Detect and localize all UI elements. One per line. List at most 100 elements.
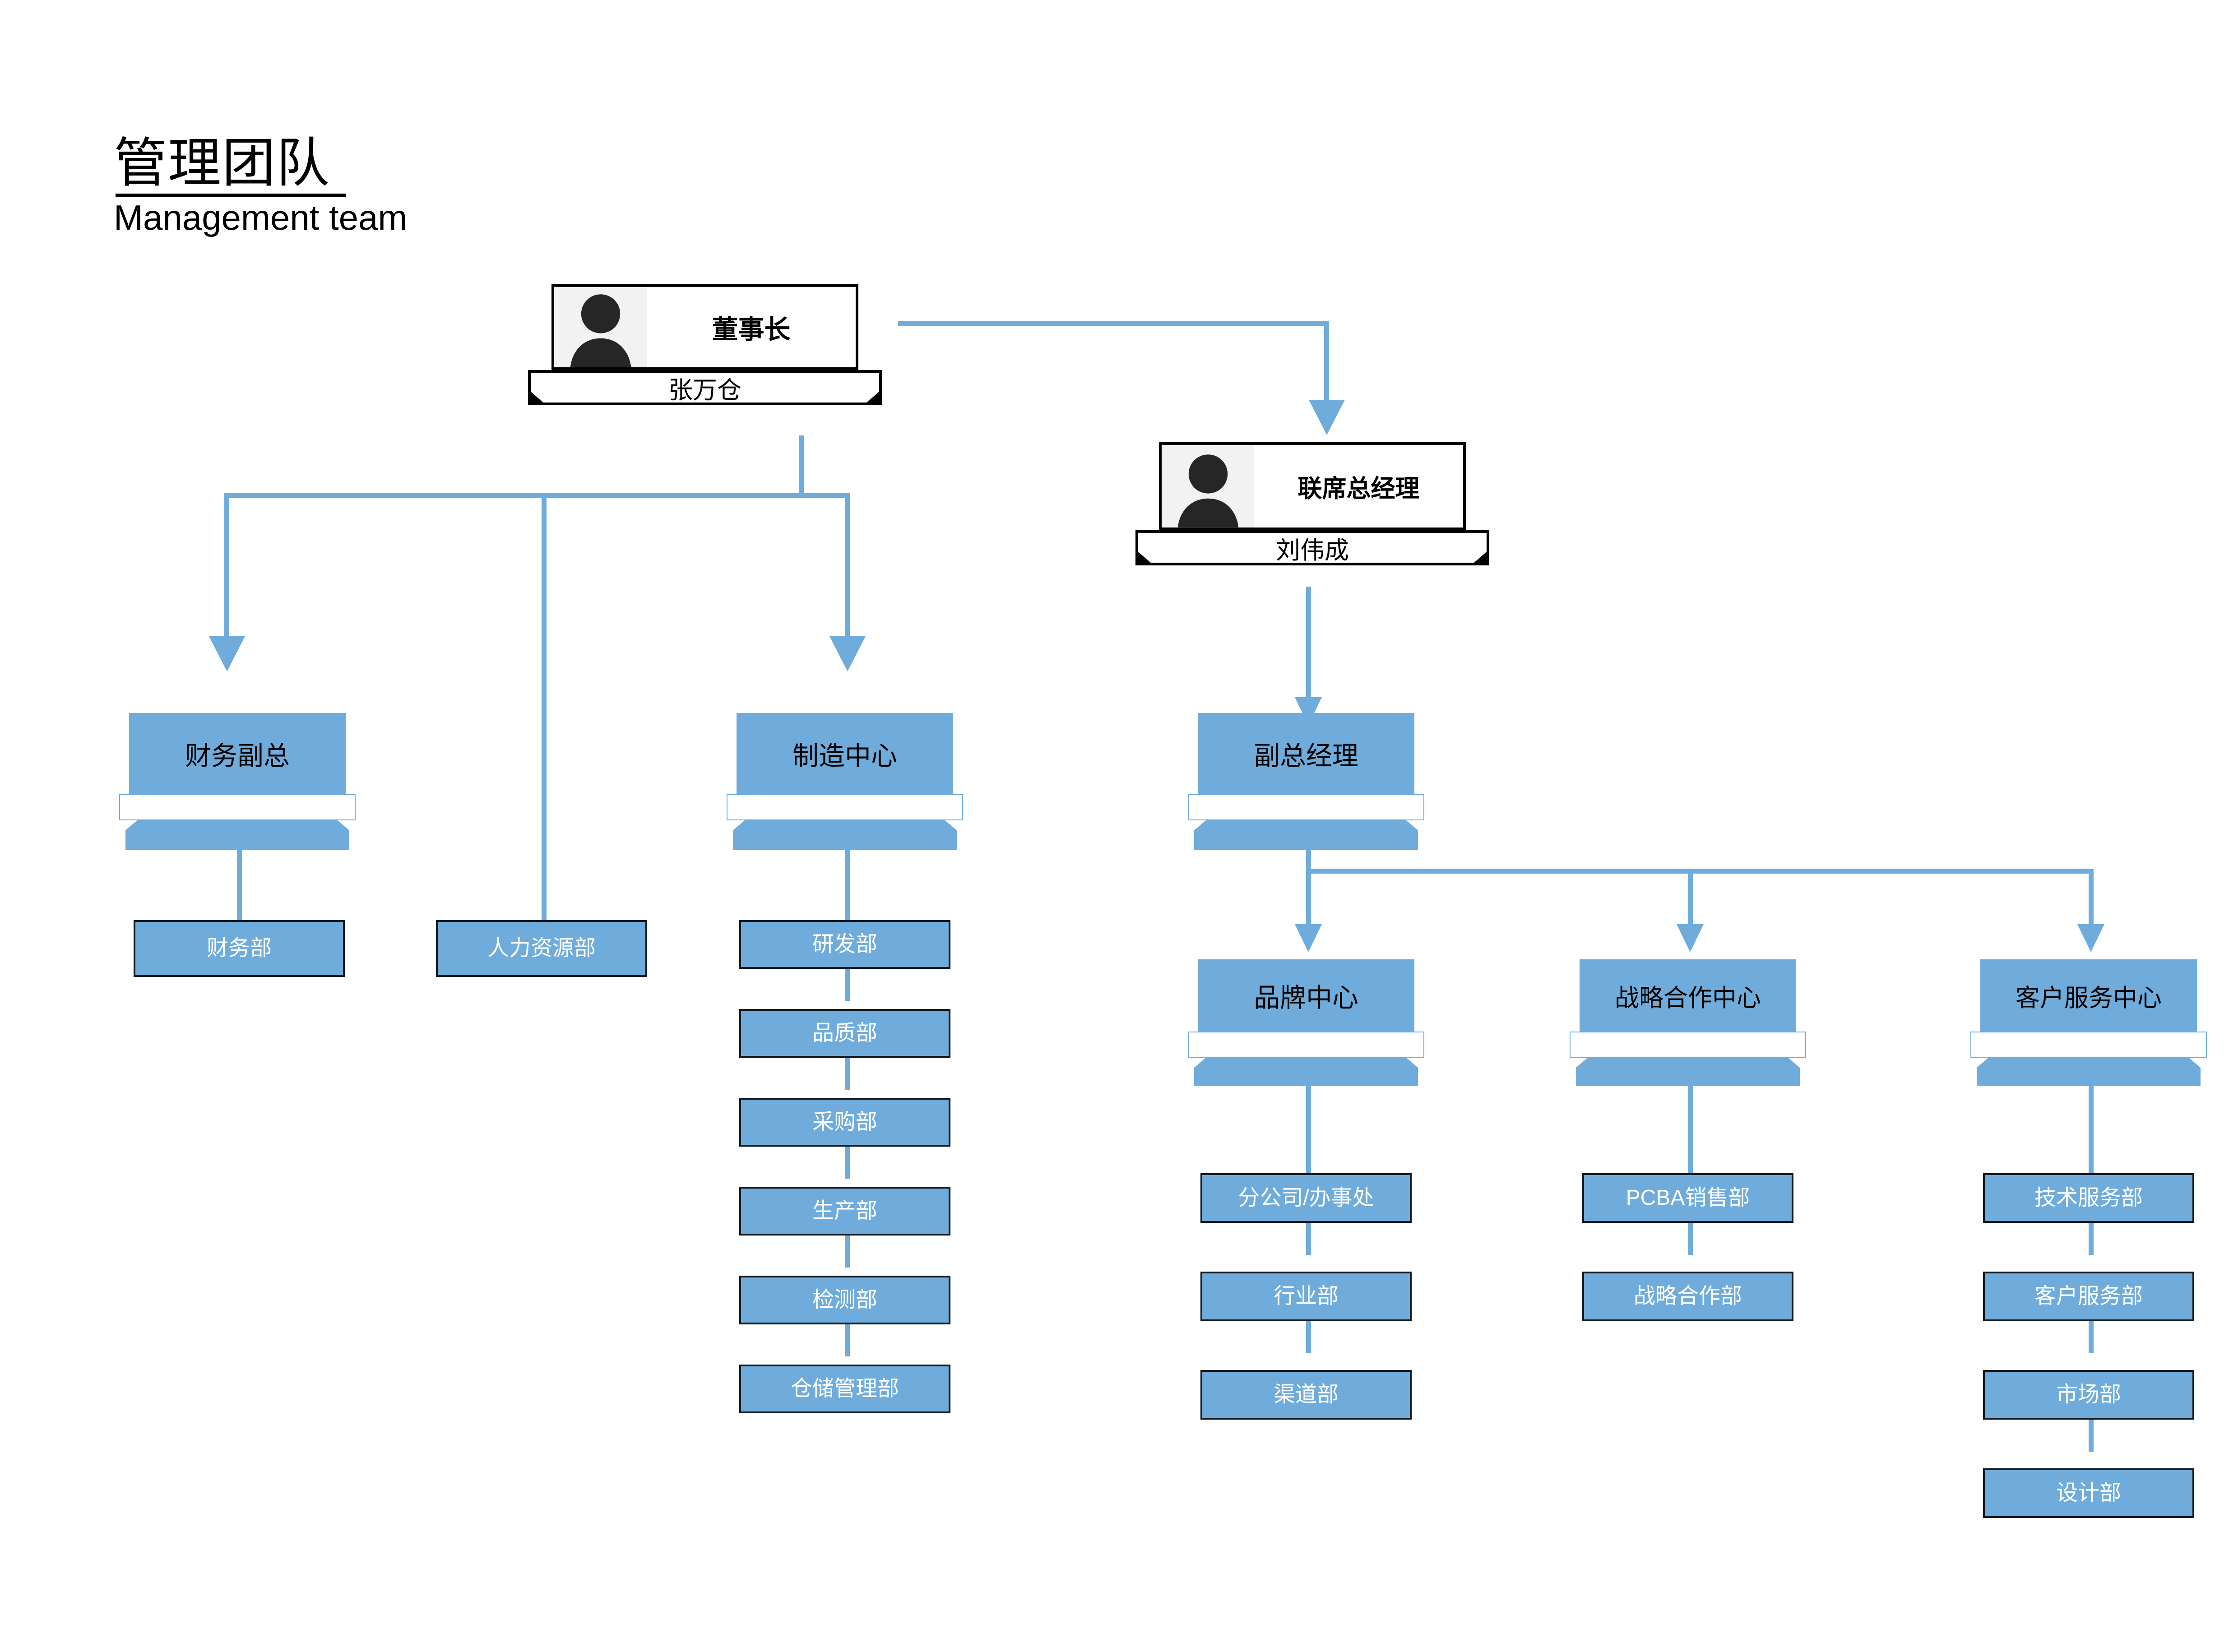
dept-box-branch-office[interactable]: 分公司/办事处 <box>1200 1173 1412 1223</box>
connector-to-brand-center <box>1306 869 1311 927</box>
connector-brand-chain-2 <box>1306 1321 1311 1353</box>
unit-box-finance-vp[interactable]: 财务副总 <box>119 713 356 850</box>
chairman-avatar <box>554 287 647 367</box>
brand-center-plate <box>1188 1032 1424 1058</box>
person-avatar-icon <box>565 291 637 367</box>
connector-to-finance-vp <box>224 493 229 639</box>
foot-notch-left-icon <box>1977 1058 1988 1068</box>
chairman-name-plate: 张万仓 <box>528 370 882 405</box>
unit-box-manufacturing-center[interactable]: 制造中心 <box>727 713 963 850</box>
connector-brand-chain-1 <box>1306 1223 1311 1255</box>
dept-box-marketing[interactable]: 市场部 <box>1983 1370 2194 1420</box>
foot-notch-left-icon <box>1194 1058 1206 1068</box>
brand-center-foot <box>1194 1058 1418 1086</box>
unit-box-brand-center[interactable]: 品牌中心 <box>1188 959 1424 1086</box>
dept-box-hr[interactable]: 人力资源部 <box>436 920 647 977</box>
deputy-gm-plate <box>1188 794 1424 820</box>
connector-to-hr-dept <box>542 493 547 921</box>
foot-notch-left-icon <box>1194 820 1206 830</box>
cogm-avatar <box>1162 445 1254 528</box>
connector-mfg-chain-5 <box>845 1324 850 1356</box>
brand-center-label: 品牌中心 <box>1198 959 1414 1032</box>
finance-vp-label: 财务副总 <box>129 713 346 794</box>
dept-box-finance[interactable]: 财务部 <box>134 920 345 977</box>
strategy-center-foot <box>1576 1058 1800 1086</box>
cogm-name-plate: 刘伟成 <box>1135 530 1489 565</box>
customer-service-center-foot <box>1977 1058 2201 1086</box>
dept-box-pcba-sales[interactable]: PCBA销售部 <box>1582 1173 1793 1223</box>
arrow-chairman-to-cogm <box>1309 400 1345 435</box>
page-title-cn: 管理团队 <box>114 134 331 193</box>
dept-box-quality[interactable]: 品质部 <box>739 1009 950 1058</box>
connector-chairman-stem <box>799 435 804 496</box>
foot-notch-right-icon <box>1406 1058 1418 1068</box>
connector-mfg-chain-3 <box>845 1147 850 1179</box>
connector-to-manufacturing <box>845 493 850 639</box>
connector-mfg-chain-4 <box>845 1236 850 1268</box>
dept-box-production[interactable]: 生产部 <box>739 1187 950 1236</box>
customer-service-center-label: 客户服务中心 <box>1980 959 2197 1032</box>
dept-box-channel[interactable]: 渠道部 <box>1200 1370 1412 1420</box>
dept-box-customer-service[interactable]: 客户服务部 <box>1983 1272 2194 1321</box>
dept-box-rd[interactable]: 研发部 <box>739 920 950 969</box>
dept-box-strategy-cooperation[interactable]: 战略合作部 <box>1582 1272 1793 1321</box>
arrow-to-strategy-center <box>1677 924 1704 952</box>
connector-strategy-to-depts <box>1688 1083 1693 1173</box>
dept-box-industry[interactable]: 行业部 <box>1200 1272 1412 1321</box>
connector-mfg-chain-1 <box>845 969 850 1001</box>
connector-strategy-chain-1 <box>1688 1223 1693 1255</box>
connector-chairman-branch-bar <box>224 493 850 498</box>
cogm-name-label: 刘伟成 <box>1276 537 1349 564</box>
arrow-to-brand-center <box>1295 924 1322 952</box>
cogm-card-top: 联席总经理 <box>1159 442 1466 530</box>
person-card-chairman[interactable]: 董事长 张万仓 <box>528 284 882 405</box>
title-underline-rule <box>116 194 346 197</box>
foot-notch-right-icon <box>338 820 349 830</box>
unit-box-strategy-center[interactable]: 战略合作中心 <box>1570 959 1806 1086</box>
connector-to-strategy-center <box>1688 869 1693 927</box>
dept-box-warehouse[interactable]: 仓储管理部 <box>739 1365 950 1413</box>
connector-service-chain-1 <box>2089 1223 2094 1255</box>
arrow-to-service-center <box>2077 924 2104 952</box>
foot-notch-right-icon <box>1406 820 1418 830</box>
name-plate-notch-right-icon <box>866 391 880 403</box>
cogm-role-label: 联席总经理 <box>1297 475 1420 502</box>
chairman-role-label: 董事长 <box>712 315 791 344</box>
connector-service-to-depts <box>2089 1083 2094 1173</box>
dept-box-testing[interactable]: 检测部 <box>739 1276 950 1324</box>
person-card-co-general-manager[interactable]: 联席总经理 刘伟成 <box>1135 442 1489 565</box>
name-plate-notch-right-icon <box>1473 551 1487 563</box>
dept-box-tech-service[interactable]: 技术服务部 <box>1983 1173 2194 1223</box>
connector-service-chain-3 <box>2089 1420 2094 1452</box>
arrow-to-finance-vp <box>209 636 245 671</box>
connector-brand-to-depts <box>1306 1083 1311 1173</box>
connector-mfg-chain-2 <box>845 1058 850 1090</box>
connector-cogm-to-deputy-gm <box>1306 587 1311 701</box>
unit-box-deputy-general-manager[interactable]: 副总经理 <box>1188 713 1424 850</box>
connector-chairman-to-cogm-vertical <box>1324 321 1329 403</box>
foot-notch-right-icon <box>2189 1058 2201 1068</box>
connector-finance-vp-to-dept <box>237 850 242 920</box>
arrow-to-manufacturing <box>829 636 866 671</box>
connector-chairman-to-cogm-horizontal <box>898 321 1329 326</box>
manufacturing-center-plate <box>727 794 963 820</box>
connector-service-chain-2 <box>2089 1321 2094 1353</box>
foot-notch-right-icon <box>945 820 957 830</box>
finance-vp-foot <box>125 820 349 850</box>
foot-notch-right-icon <box>1788 1058 1800 1068</box>
person-avatar-icon <box>1172 451 1244 528</box>
connector-to-service-center <box>2089 869 2094 927</box>
dept-box-purchase[interactable]: 采购部 <box>739 1098 950 1147</box>
foot-notch-left-icon <box>733 820 745 830</box>
dept-box-design[interactable]: 设计部 <box>1983 1468 2194 1518</box>
page-title-block: 管理团队 Management team <box>114 135 520 236</box>
chairman-name-label: 张万仓 <box>668 376 741 404</box>
customer-service-center-plate <box>1970 1032 2207 1058</box>
deputy-gm-label: 副总经理 <box>1198 713 1414 794</box>
manufacturing-center-foot <box>733 820 957 850</box>
deputy-gm-foot <box>1194 820 1418 850</box>
connector-deputy-gm-stem <box>1306 850 1311 884</box>
unit-box-customer-service-center[interactable]: 客户服务中心 <box>1970 959 2207 1086</box>
connector-deputy-gm-branch-bar <box>1306 869 2094 874</box>
